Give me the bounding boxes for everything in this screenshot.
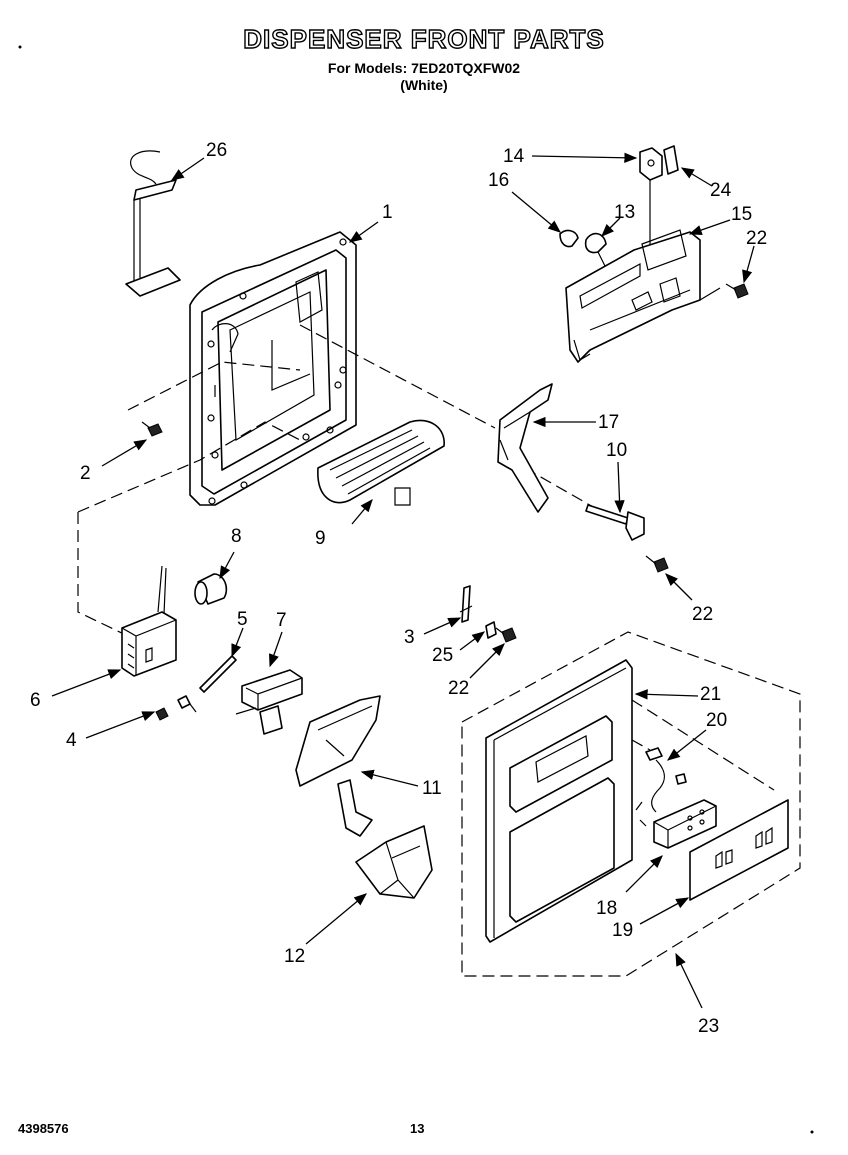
- part-18-control-board: [653, 799, 717, 849]
- part-19-label: [689, 799, 789, 901]
- callout-22-small: 22: [448, 678, 469, 699]
- callout-labels: 26 1 2 9 8 5 7 6 4 11 12 14 24 16 13 15 …: [30, 140, 767, 1037]
- part-22-screw-top: [725, 283, 749, 299]
- callout-16: 16: [488, 170, 509, 191]
- callout-10: 10: [606, 440, 627, 461]
- part-4-nuts: [155, 695, 197, 721]
- part-3-switch: [459, 585, 473, 623]
- color-line: (White): [400, 77, 448, 93]
- callout-17: 17: [598, 412, 619, 433]
- part-22-screw-right: [645, 555, 669, 573]
- callout-25: 25: [432, 645, 453, 666]
- callout-11: 11: [422, 778, 442, 799]
- part-20-wiring: [635, 747, 687, 827]
- part-11-chute-door: [295, 695, 381, 837]
- part-2-screw: [141, 421, 163, 437]
- part-7-bracket: [235, 669, 303, 735]
- callout-22-top: 22: [746, 228, 767, 249]
- callout-8: 8: [231, 526, 242, 547]
- callout-22-right: 22: [692, 604, 713, 625]
- callout-6: 6: [30, 690, 41, 711]
- callout-leaders: [51, 152, 755, 1009]
- callout-19: 19: [612, 920, 633, 941]
- callout-4: 4: [66, 730, 77, 751]
- callout-12: 12: [284, 946, 305, 967]
- page-title: DISPENSER FRONT PARTS: [243, 23, 605, 54]
- callout-24: 24: [710, 180, 732, 201]
- part-16-bulb: [559, 229, 579, 248]
- callout-26: 26: [206, 140, 227, 161]
- part-25-clip: [485, 621, 497, 639]
- part-5-pin: [199, 655, 237, 693]
- part-9-drip-tray: [317, 419, 445, 506]
- page-number: 13: [410, 1121, 425, 1136]
- part-17-actuator: [497, 383, 553, 513]
- callout-15: 15: [731, 204, 752, 225]
- callout-13: 13: [614, 202, 635, 223]
- part-26-harness: [125, 150, 181, 297]
- part-14-bracket: [639, 147, 663, 245]
- part-10-rod: [585, 504, 645, 541]
- part-12-funnel: [355, 825, 433, 899]
- part-13-socket: [584, 232, 607, 269]
- part-23-kit-boundary: [461, 631, 801, 977]
- part-1-housing: [189, 231, 357, 506]
- doc-number: 4398576: [18, 1121, 69, 1136]
- part-15-bracket-assembly: [565, 229, 721, 363]
- callout-18: 18: [596, 898, 617, 919]
- part-8-motor: [194, 573, 228, 605]
- callout-1: 1: [382, 202, 393, 223]
- callout-20: 20: [706, 710, 727, 731]
- models-line: For Models: 7ED20TQXFW02: [327, 60, 521, 76]
- part-21-front-panel: [485, 659, 633, 943]
- part-24-clip: [663, 145, 679, 175]
- callout-5: 5: [237, 609, 248, 630]
- callout-14: 14: [503, 146, 525, 167]
- callout-23: 23: [698, 1016, 719, 1037]
- callout-2: 2: [80, 463, 91, 484]
- callout-3: 3: [404, 627, 415, 648]
- part-6-solenoid: [121, 565, 177, 677]
- callout-9: 9: [315, 528, 326, 549]
- callout-21: 21: [700, 684, 721, 705]
- part-22-screw-small: [495, 627, 517, 643]
- callout-7: 7: [276, 610, 287, 631]
